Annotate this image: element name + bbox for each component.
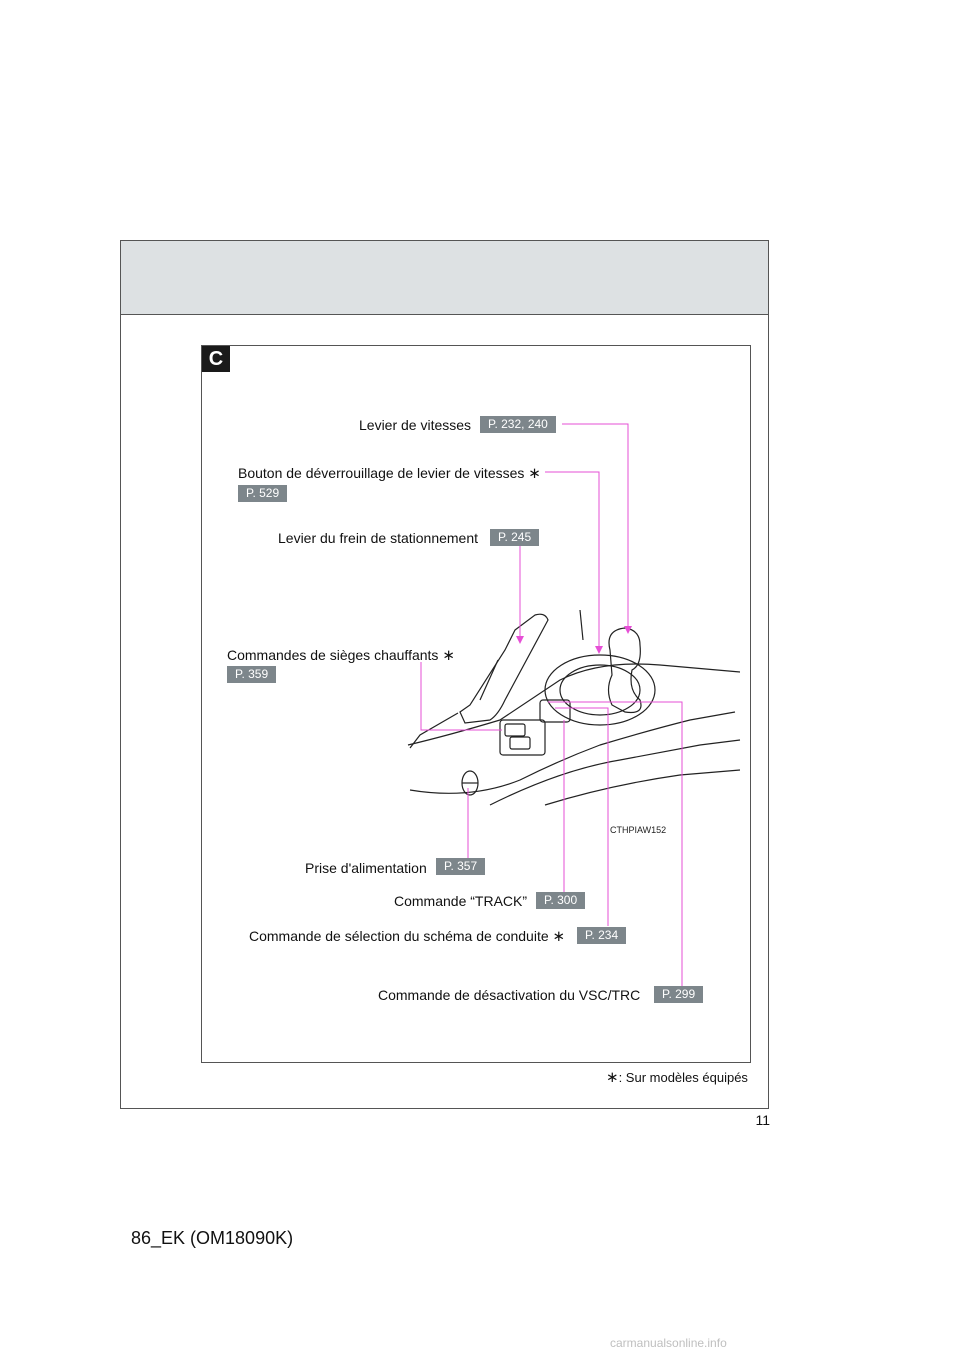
illustration-code: CTHPIAW152 (610, 825, 667, 835)
drive-mode-label-text: Commande de sélection du schéma de condu… (249, 928, 549, 944)
header-band (121, 241, 768, 315)
track-switch-page-ref[interactable]: P. 300 (536, 892, 586, 909)
shift-lock-label-text: Bouton de déverrouillage de levier de vi… (238, 465, 525, 481)
gear-lever-page-ref[interactable]: P. 232, 240 (480, 416, 556, 433)
document-code: 86_EK (OM18090K) (131, 1228, 294, 1248)
leader-lines (420, 423, 683, 988)
footnote-text: : Sur modèles équipés (618, 1070, 748, 1085)
leader-arrowheads (516, 626, 632, 654)
drive-mode-label: Commande de sélection du schéma de condu… (249, 928, 565, 945)
seat-heaters-label: Commandes de sièges chauffants ∗ (227, 647, 455, 664)
equipment-star-icon: ∗ (606, 1069, 619, 1086)
footnote: ∗: Sur modèles équipés (606, 1068, 748, 1086)
section-frame: C (201, 345, 751, 1063)
shift-lock-page-ref[interactable]: P. 529 (238, 485, 288, 502)
vsc-off-page-ref[interactable]: P. 299 (654, 986, 704, 1003)
equipment-star-icon: ∗ (528, 465, 541, 482)
drive-mode-page-ref[interactable]: P. 234 (577, 927, 627, 944)
section-badge: C (202, 346, 230, 372)
page-number: 11 (755, 1112, 770, 1128)
seat-heaters-label-text: Commandes de sièges chauffants (227, 647, 439, 663)
shift-lock-label: Bouton de déverrouillage de levier de vi… (238, 465, 541, 482)
equipment-star-icon: ∗ (442, 647, 455, 664)
page-frame (120, 240, 769, 1109)
power-outlet-page-ref[interactable]: P. 357 (436, 858, 486, 875)
watermark: carmanualsonline.info (610, 1336, 727, 1350)
parking-brake-page-ref[interactable]: P. 245 (490, 529, 540, 546)
parking-brake-label: Levier du frein de stationnement (278, 530, 479, 546)
console-drawing (407, 609, 741, 806)
power-outlet-label: Prise d'alimentation (305, 860, 427, 876)
gear-lever-label: Levier de vitesses (359, 417, 472, 433)
vsc-off-label: Commande de désactivation du VSC/TRC (378, 987, 641, 1003)
seat-heaters-page-ref[interactable]: P. 359 (227, 666, 277, 683)
track-switch-label: Commande “TRACK” (394, 893, 528, 909)
equipment-star-icon: ∗ (552, 928, 566, 945)
